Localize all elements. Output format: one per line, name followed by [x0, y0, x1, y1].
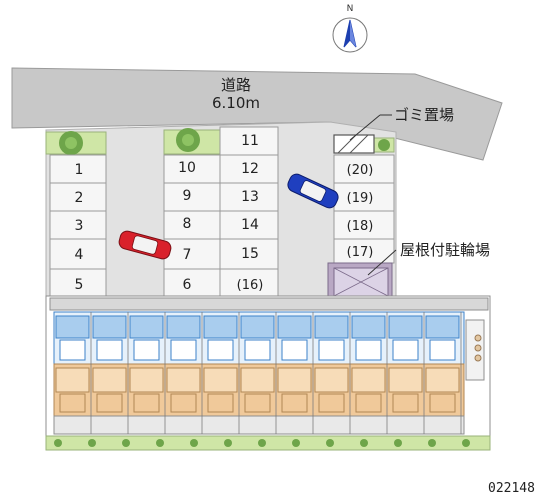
parking-stall [333, 182, 395, 212]
apartment-unit [277, 312, 314, 434]
stall-number: (16) [237, 278, 264, 293]
bottom-grass [45, 435, 491, 451]
trash-label: ゴミ置場 [394, 106, 454, 124]
shrub-icon [394, 439, 402, 447]
apartment-unit [55, 312, 92, 434]
trash-leader-line [349, 114, 381, 141]
stall-number: 8 [183, 216, 192, 232]
image-code: 022148 [488, 481, 535, 496]
stall-number: 10 [178, 160, 196, 176]
parking-stall [163, 154, 221, 184]
building-top-strip [49, 297, 489, 311]
stall-number: 12 [241, 161, 259, 177]
bike-shelter-label: 屋根付駐輪場 [400, 241, 490, 259]
shrub-icon [88, 439, 96, 447]
shrub-icon [326, 439, 334, 447]
stall-number: 14 [241, 217, 259, 233]
parking-stall [219, 182, 279, 212]
parking-stall [49, 210, 107, 240]
parking-stall [219, 238, 279, 270]
shrub-icon [156, 439, 164, 447]
road-area [11, 67, 503, 161]
tree-icon [59, 131, 83, 155]
stall-number: (19) [347, 191, 374, 206]
parking-stall [49, 154, 107, 184]
stall-number: 11 [241, 133, 259, 149]
parking-stall [333, 238, 395, 264]
parking-stall [163, 210, 221, 240]
parking-stall [163, 182, 221, 212]
apartment-unit [203, 312, 240, 434]
apartment-unit [314, 312, 351, 434]
stall-number: (20) [347, 163, 374, 178]
road-width: 6.10m [212, 94, 260, 112]
parking-column-d: (20) (19) (18) (17) [333, 134, 395, 264]
parking-stall [49, 182, 107, 212]
compass-icon [332, 17, 368, 53]
shrub-icon [190, 439, 198, 447]
stall-number: 13 [241, 189, 259, 205]
parking-stall [49, 238, 107, 270]
shrub-icon [462, 439, 470, 447]
apartment-unit [425, 312, 462, 434]
apartment-building [45, 295, 491, 437]
apartment-unit [388, 312, 425, 434]
stall-number: 6 [183, 277, 192, 293]
parking-column-b: 10 9 8 7 6 [163, 154, 221, 300]
shrub-icon [224, 439, 232, 447]
parking-stall [163, 268, 221, 300]
stall-number: 2 [75, 190, 84, 206]
shrub-icon [54, 439, 62, 447]
parking-stall [219, 210, 279, 240]
apartment-unit [92, 312, 129, 434]
red-car-icon [118, 230, 172, 260]
stall-number: 3 [75, 218, 84, 234]
stall-number: (17) [347, 245, 374, 260]
apartment-unit [166, 312, 203, 434]
parking-stall [163, 238, 221, 270]
stall-number: 5 [75, 277, 84, 293]
shrub-icon [360, 439, 368, 447]
stall-number: 4 [75, 247, 84, 263]
apartment-unit [351, 312, 388, 434]
stall-number: 9 [183, 188, 192, 204]
road-name: 道路 [221, 76, 251, 94]
tree-icon [176, 128, 200, 152]
blue-car-icon [287, 173, 339, 209]
parking-stall [333, 154, 395, 184]
shrub-icon [258, 439, 266, 447]
stall-number: 15 [241, 246, 259, 262]
parking-stall [219, 126, 279, 156]
bike-shelter [327, 262, 393, 300]
north-label: N [347, 4, 354, 14]
tree-icon [378, 139, 390, 151]
parking-column-a: 1 2 3 4 5 [49, 154, 107, 300]
parking-stall [219, 154, 279, 184]
apartment-unit [240, 312, 277, 434]
shrub-icon [292, 439, 300, 447]
parking-stall [333, 210, 395, 240]
stall-number: (18) [347, 219, 374, 234]
parking-stall [49, 268, 107, 300]
shrub-icon [122, 439, 130, 447]
bike-leader-line [367, 249, 397, 276]
parking-column-c: 11 12 13 14 15 (16) [219, 126, 279, 300]
stall-number: 7 [183, 247, 192, 263]
apartment-unit [129, 312, 166, 434]
stall-number: 1 [75, 162, 84, 178]
shrub-icon [428, 439, 436, 447]
